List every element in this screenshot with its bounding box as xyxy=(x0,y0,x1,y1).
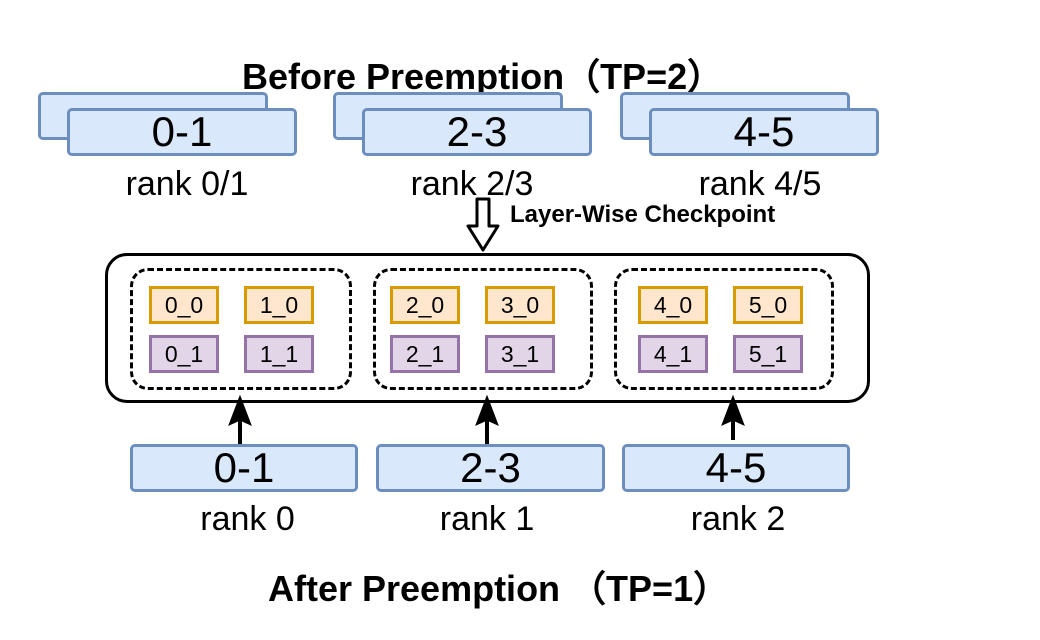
shard-cell: 5_0 xyxy=(733,286,803,324)
shard-cell: 0_0 xyxy=(149,286,219,324)
rank-box-front xyxy=(649,108,879,156)
rank-box xyxy=(376,444,605,492)
shard-cell: 5_1 xyxy=(733,335,803,373)
layer-range-label: 4-5 xyxy=(733,108,795,155)
restore-arrow-2 xyxy=(721,394,745,440)
layer-range-label: 2-3 xyxy=(446,108,508,155)
checkpoint-arrow-icon xyxy=(466,197,500,252)
shard-cell: 4_0 xyxy=(638,286,708,324)
shard-group-2 xyxy=(614,268,834,390)
shard-group-0 xyxy=(130,268,352,390)
rank-label: rank 2 xyxy=(690,500,786,538)
layer-range-label: 2-3 xyxy=(460,444,521,491)
rank-box xyxy=(622,444,850,492)
rank-box xyxy=(130,444,358,492)
after-preemption-title: After Preemption （TP=1） xyxy=(268,568,730,609)
before-preemption-title: Before Preemption（TP=2） xyxy=(242,56,724,97)
shard-group-1 xyxy=(373,268,593,390)
layer-range-label: 4-5 xyxy=(705,444,767,491)
layer-range-label: 0-1 xyxy=(213,444,275,491)
shard-cell: 2_0 xyxy=(390,286,460,324)
shard-cell: 0_1 xyxy=(149,335,219,373)
shard-cell: 1_0 xyxy=(244,286,314,324)
rank-label: rank 0/1 xyxy=(125,165,249,203)
rank-label: rank 0 xyxy=(200,500,295,538)
shard-cell: 2_1 xyxy=(390,335,460,373)
rank-label: rank 4/5 xyxy=(698,165,822,203)
shard-cell: 3_1 xyxy=(485,335,555,373)
rank-label: rank 2/3 xyxy=(410,165,534,203)
rank-box-front xyxy=(362,108,592,156)
shard-cell: 4_1 xyxy=(638,335,708,373)
rank-label: rank 1 xyxy=(439,500,535,538)
rank-box-front xyxy=(67,108,297,156)
shard-cell: 3_0 xyxy=(485,286,555,324)
restore-arrow-0 xyxy=(228,394,252,445)
layer-wise-checkpoint-label: Layer-Wise Checkpoint xyxy=(510,201,776,228)
shard-cell: 1_1 xyxy=(244,335,314,373)
restore-arrow-1 xyxy=(475,394,499,445)
layer-range-label: 0-1 xyxy=(151,108,213,155)
